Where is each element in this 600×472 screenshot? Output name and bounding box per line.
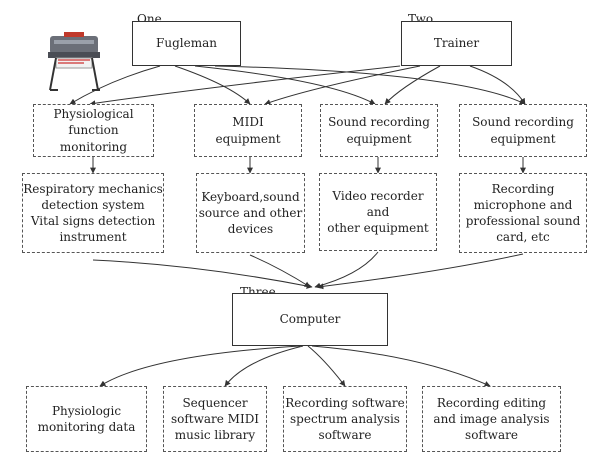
- arrow-r2-computer-2: [249, 254, 311, 288]
- arrow-trainer-sound2: [469, 65, 526, 105]
- keyboard-label: Keyboard,sound source and other devices: [198, 189, 303, 237]
- respiratory-box: Respiratory mechanics detection system V…: [22, 173, 164, 253]
- arrow-trainer-physio: [89, 65, 401, 107]
- physiologic-data-label: Physiologic monitoring data: [37, 403, 136, 434]
- arrow-computer-r3-4: [311, 345, 491, 387]
- fugleman-box: Fugleman: [132, 21, 241, 66]
- sound-recording-label-2: Sound recording equipment: [472, 115, 574, 146]
- computer-label: Computer: [279, 312, 341, 327]
- arrow-r2-computer-4: [317, 253, 524, 290]
- arrow-fugleman-physio: [69, 65, 161, 105]
- arrow-computer-r3-1: [99, 345, 301, 387]
- recording-editing-label: Recording editing and image analysis sof…: [433, 395, 550, 443]
- physiological-monitoring-label: Physiological function monitoring: [53, 107, 134, 154]
- arrow-computer-r3-3: [307, 345, 346, 387]
- arrow-computer-r3-2: [224, 345, 304, 387]
- physiologic-data-box: Physiologic monitoring data: [26, 386, 147, 452]
- computer-box: Computer: [232, 293, 388, 346]
- arrow-trainer-midi: [264, 65, 421, 106]
- fugleman-label: Fugleman: [156, 36, 217, 51]
- arrow-r2-computer-3: [314, 251, 379, 289]
- arrow-r2-computer-1: [92, 259, 313, 289]
- keyboard-box: Keyboard,sound source and other devices: [196, 173, 305, 253]
- arrow-fugleman-sound2: [214, 65, 526, 105]
- respiratory-label: Respiratory mechanics detection system V…: [23, 181, 163, 245]
- recording-software-label: Recording software spectrum analysis sof…: [285, 395, 405, 443]
- arrow-fugleman-sound1: [194, 65, 376, 105]
- microphone-box: Recording microphone and professional so…: [459, 173, 587, 253]
- recording-software-box: Recording software spectrum analysis sof…: [283, 386, 407, 452]
- sequencer-box: Sequencer software MIDI music library: [163, 386, 267, 452]
- trainer-box: Trainer: [401, 21, 512, 66]
- trainer-label: Trainer: [433, 36, 480, 51]
- sound-recording-box-1: Sound recording equipment: [320, 104, 438, 157]
- arrow-fugleman-midi: [174, 65, 251, 105]
- sound-recording-box-2: Sound recording equipment: [459, 104, 587, 157]
- video-recorder-label: Video recorder and other equipment: [327, 188, 429, 236]
- midi-equipment-label: MIDI equipment: [215, 115, 281, 146]
- sequencer-label: Sequencer software MIDI music library: [170, 395, 260, 443]
- recording-editing-box: Recording editing and image analysis sof…: [422, 386, 561, 452]
- sound-recording-label-1: Sound recording equipment: [328, 115, 430, 146]
- arrow-trainer-sound1: [384, 65, 441, 105]
- midi-equipment-box: MIDI equipment: [194, 104, 302, 157]
- physiological-monitoring-box: Physiological function monitoring: [33, 104, 154, 157]
- microphone-label: Recording microphone and professional so…: [465, 181, 581, 245]
- video-recorder-box: Video recorder and other equipment: [319, 173, 437, 251]
- printer-icon: [48, 32, 100, 91]
